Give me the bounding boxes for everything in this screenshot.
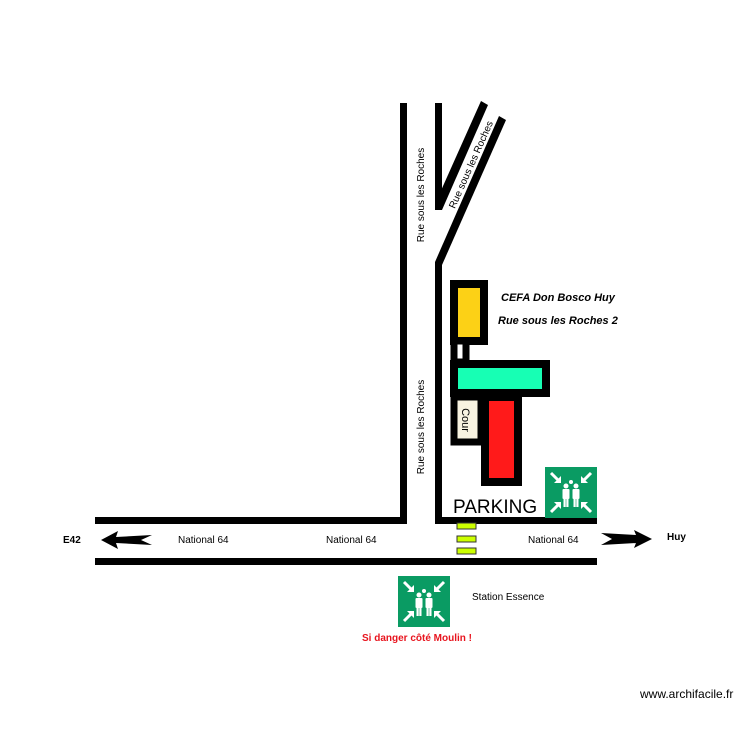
arrow-right-icon — [601, 530, 652, 548]
road-name-2: National 64 — [326, 535, 377, 546]
streets — [95, 101, 597, 565]
road-bottom-edge — [95, 558, 597, 565]
school-address: Rue sous les Roches 2 — [498, 315, 618, 327]
street-label-left-bottom: Rue sous les Roches — [416, 380, 427, 475]
arrow-left-icon — [101, 531, 152, 549]
road-name-1: National 64 — [178, 535, 229, 546]
destination-huy: Huy — [667, 532, 686, 543]
school-building: Cour — [450, 280, 550, 486]
watermark: www.archifacile.fr — [639, 687, 733, 701]
assembly-point-icon — [543, 465, 599, 520]
building-connector — [450, 337, 470, 366]
school-name: CEFA Don Bosco Huy — [501, 292, 616, 304]
courtyard-label: Cour — [459, 408, 471, 432]
warning-text: Si danger côté Moulin ! — [362, 633, 472, 644]
street-upper-diagonal — [435, 101, 488, 210]
road-top-right-edge — [435, 517, 597, 524]
crosswalk — [456, 522, 477, 555]
road-top-left-edge — [95, 517, 407, 524]
building-yellow-wing — [450, 280, 488, 345]
assembly-point-icon — [396, 574, 452, 629]
street-left-vertical — [400, 103, 407, 524]
street-right-vertical — [435, 262, 442, 524]
building-red-wing — [481, 393, 522, 486]
destination-e42: E42 — [63, 535, 81, 546]
street-label-left-top: Rue sous les Roches — [416, 148, 427, 243]
street-right-upper-stub — [435, 103, 442, 210]
parking-label: PARKING — [453, 497, 537, 518]
station-label: Station Essence — [472, 592, 545, 603]
building-teal-wing — [450, 360, 550, 397]
road-name-3: National 64 — [528, 535, 579, 546]
street-lower-diagonal — [435, 116, 506, 265]
